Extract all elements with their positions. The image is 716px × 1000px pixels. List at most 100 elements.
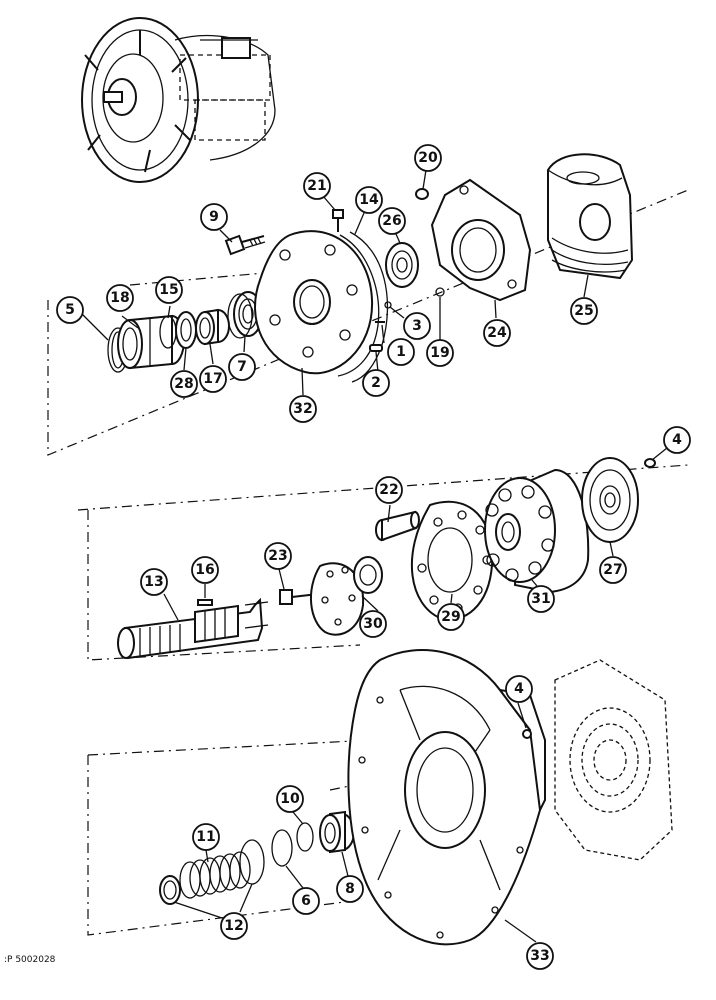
svg-text:27: 27 bbox=[603, 562, 622, 578]
callout-22: 22 bbox=[375, 476, 403, 504]
svg-text:14: 14 bbox=[359, 192, 379, 208]
callout-13: 13 bbox=[140, 568, 168, 596]
pin-3 bbox=[384, 301, 392, 309]
callout-16: 16 bbox=[191, 556, 219, 584]
svg-text:26: 26 bbox=[382, 213, 401, 229]
callout-11: 11 bbox=[192, 823, 220, 851]
svg-text:17: 17 bbox=[203, 371, 222, 387]
plug-4-upper bbox=[644, 458, 656, 468]
svg-text:4: 4 bbox=[514, 681, 524, 697]
svg-text:19: 19 bbox=[430, 345, 449, 361]
key-16 bbox=[197, 599, 213, 606]
shaft-13 bbox=[117, 597, 269, 660]
callout-6: 6 bbox=[292, 887, 320, 915]
callout-24: 24 bbox=[483, 319, 511, 347]
washer-28 bbox=[175, 311, 197, 349]
callout-17: 17 bbox=[199, 365, 227, 393]
callout-3: 3 bbox=[403, 312, 431, 340]
assembled-motor-illustration bbox=[81, 17, 276, 183]
swashplate-25 bbox=[547, 153, 634, 280]
svg-text:21: 21 bbox=[307, 178, 326, 194]
callout-29: 29 bbox=[437, 603, 465, 631]
callout-5: 5 bbox=[56, 296, 84, 324]
bushing-17 bbox=[195, 308, 230, 346]
svg-text:24: 24 bbox=[487, 325, 507, 341]
cylinder-block-31 bbox=[484, 468, 590, 594]
callout-23: 23 bbox=[264, 542, 292, 570]
callout-33: 33 bbox=[526, 942, 554, 970]
end-cover-32 bbox=[254, 230, 380, 377]
plug-4-lower bbox=[522, 729, 532, 739]
svg-text:15: 15 bbox=[159, 282, 178, 298]
port-plate-24 bbox=[430, 178, 532, 302]
figure-reference: :P 5002028 bbox=[4, 955, 56, 965]
svg-text:13: 13 bbox=[144, 574, 163, 590]
sleeve-18 bbox=[117, 314, 185, 370]
svg-text:32: 32 bbox=[293, 401, 312, 417]
o-ring-14 bbox=[349, 231, 389, 383]
svg-text:29: 29 bbox=[441, 609, 460, 625]
svg-text:9: 9 bbox=[209, 209, 219, 225]
dowel-20 bbox=[415, 188, 429, 200]
bearing-race-8 bbox=[319, 810, 355, 854]
svg-text:1: 1 bbox=[396, 344, 406, 360]
svg-text:4: 4 bbox=[672, 432, 682, 448]
mating-housing-outline bbox=[554, 659, 673, 861]
retainer-plate-30 bbox=[309, 556, 383, 636]
callout-4b: 4 bbox=[505, 675, 533, 703]
svg-text:8: 8 bbox=[345, 881, 355, 897]
svg-text:12: 12 bbox=[224, 918, 243, 934]
shim-6 bbox=[271, 829, 293, 867]
oring-19 bbox=[435, 287, 445, 297]
ring-12-small bbox=[159, 875, 181, 905]
callout-18: 18 bbox=[106, 284, 134, 312]
callout-4a: 4 bbox=[663, 426, 691, 454]
callout-30: 30 bbox=[359, 610, 387, 638]
callout-9: 9 bbox=[200, 203, 228, 231]
callout-10: 10 bbox=[276, 785, 304, 813]
housing-33 bbox=[347, 649, 546, 946]
svg-text:28: 28 bbox=[174, 376, 193, 392]
svg-text:25: 25 bbox=[574, 303, 593, 319]
callout-2: 2 bbox=[362, 369, 390, 397]
callout-26: 26 bbox=[378, 207, 406, 235]
callout-27: 27 bbox=[599, 556, 627, 584]
svg-text:23: 23 bbox=[268, 548, 287, 564]
callout-15: 15 bbox=[155, 276, 183, 304]
svg-text:20: 20 bbox=[418, 150, 438, 166]
svg-text:33: 33 bbox=[530, 948, 549, 964]
callout-28: 28 bbox=[170, 370, 198, 398]
svg-text:18: 18 bbox=[110, 290, 129, 306]
shoe-plate-27 bbox=[581, 457, 639, 543]
svg-text:2: 2 bbox=[371, 375, 381, 391]
svg-text:31: 31 bbox=[531, 591, 550, 607]
callout-21: 21 bbox=[303, 172, 331, 200]
dowel-2 bbox=[369, 344, 383, 352]
callout-7: 7 bbox=[228, 353, 256, 381]
ring-12-large bbox=[239, 839, 265, 885]
pin-22 bbox=[375, 510, 420, 542]
valve-plate-29 bbox=[410, 500, 494, 621]
svg-text:5: 5 bbox=[65, 302, 75, 318]
svg-text:22: 22 bbox=[379, 482, 398, 498]
callout-1: 1 bbox=[387, 338, 415, 366]
svg-text:11: 11 bbox=[196, 829, 215, 845]
svg-text:10: 10 bbox=[280, 791, 300, 807]
callout-31: 31 bbox=[527, 585, 555, 613]
bolt-9 bbox=[224, 234, 266, 256]
callout-32: 32 bbox=[289, 395, 317, 423]
svg-text:16: 16 bbox=[195, 562, 214, 578]
callout-25: 25 bbox=[570, 297, 598, 325]
callout-20: 20 bbox=[414, 144, 442, 172]
callout-12: 12 bbox=[220, 912, 248, 940]
leader-lines bbox=[79, 169, 668, 943]
callout-19: 19 bbox=[426, 339, 454, 367]
seal-26 bbox=[385, 242, 419, 288]
svg-text:30: 30 bbox=[363, 616, 383, 632]
svg-text:3: 3 bbox=[412, 318, 422, 334]
screw-21 bbox=[332, 209, 344, 232]
spring-11 bbox=[179, 851, 251, 899]
callout-8: 8 bbox=[336, 875, 364, 903]
callout-14: 14 bbox=[355, 186, 383, 214]
